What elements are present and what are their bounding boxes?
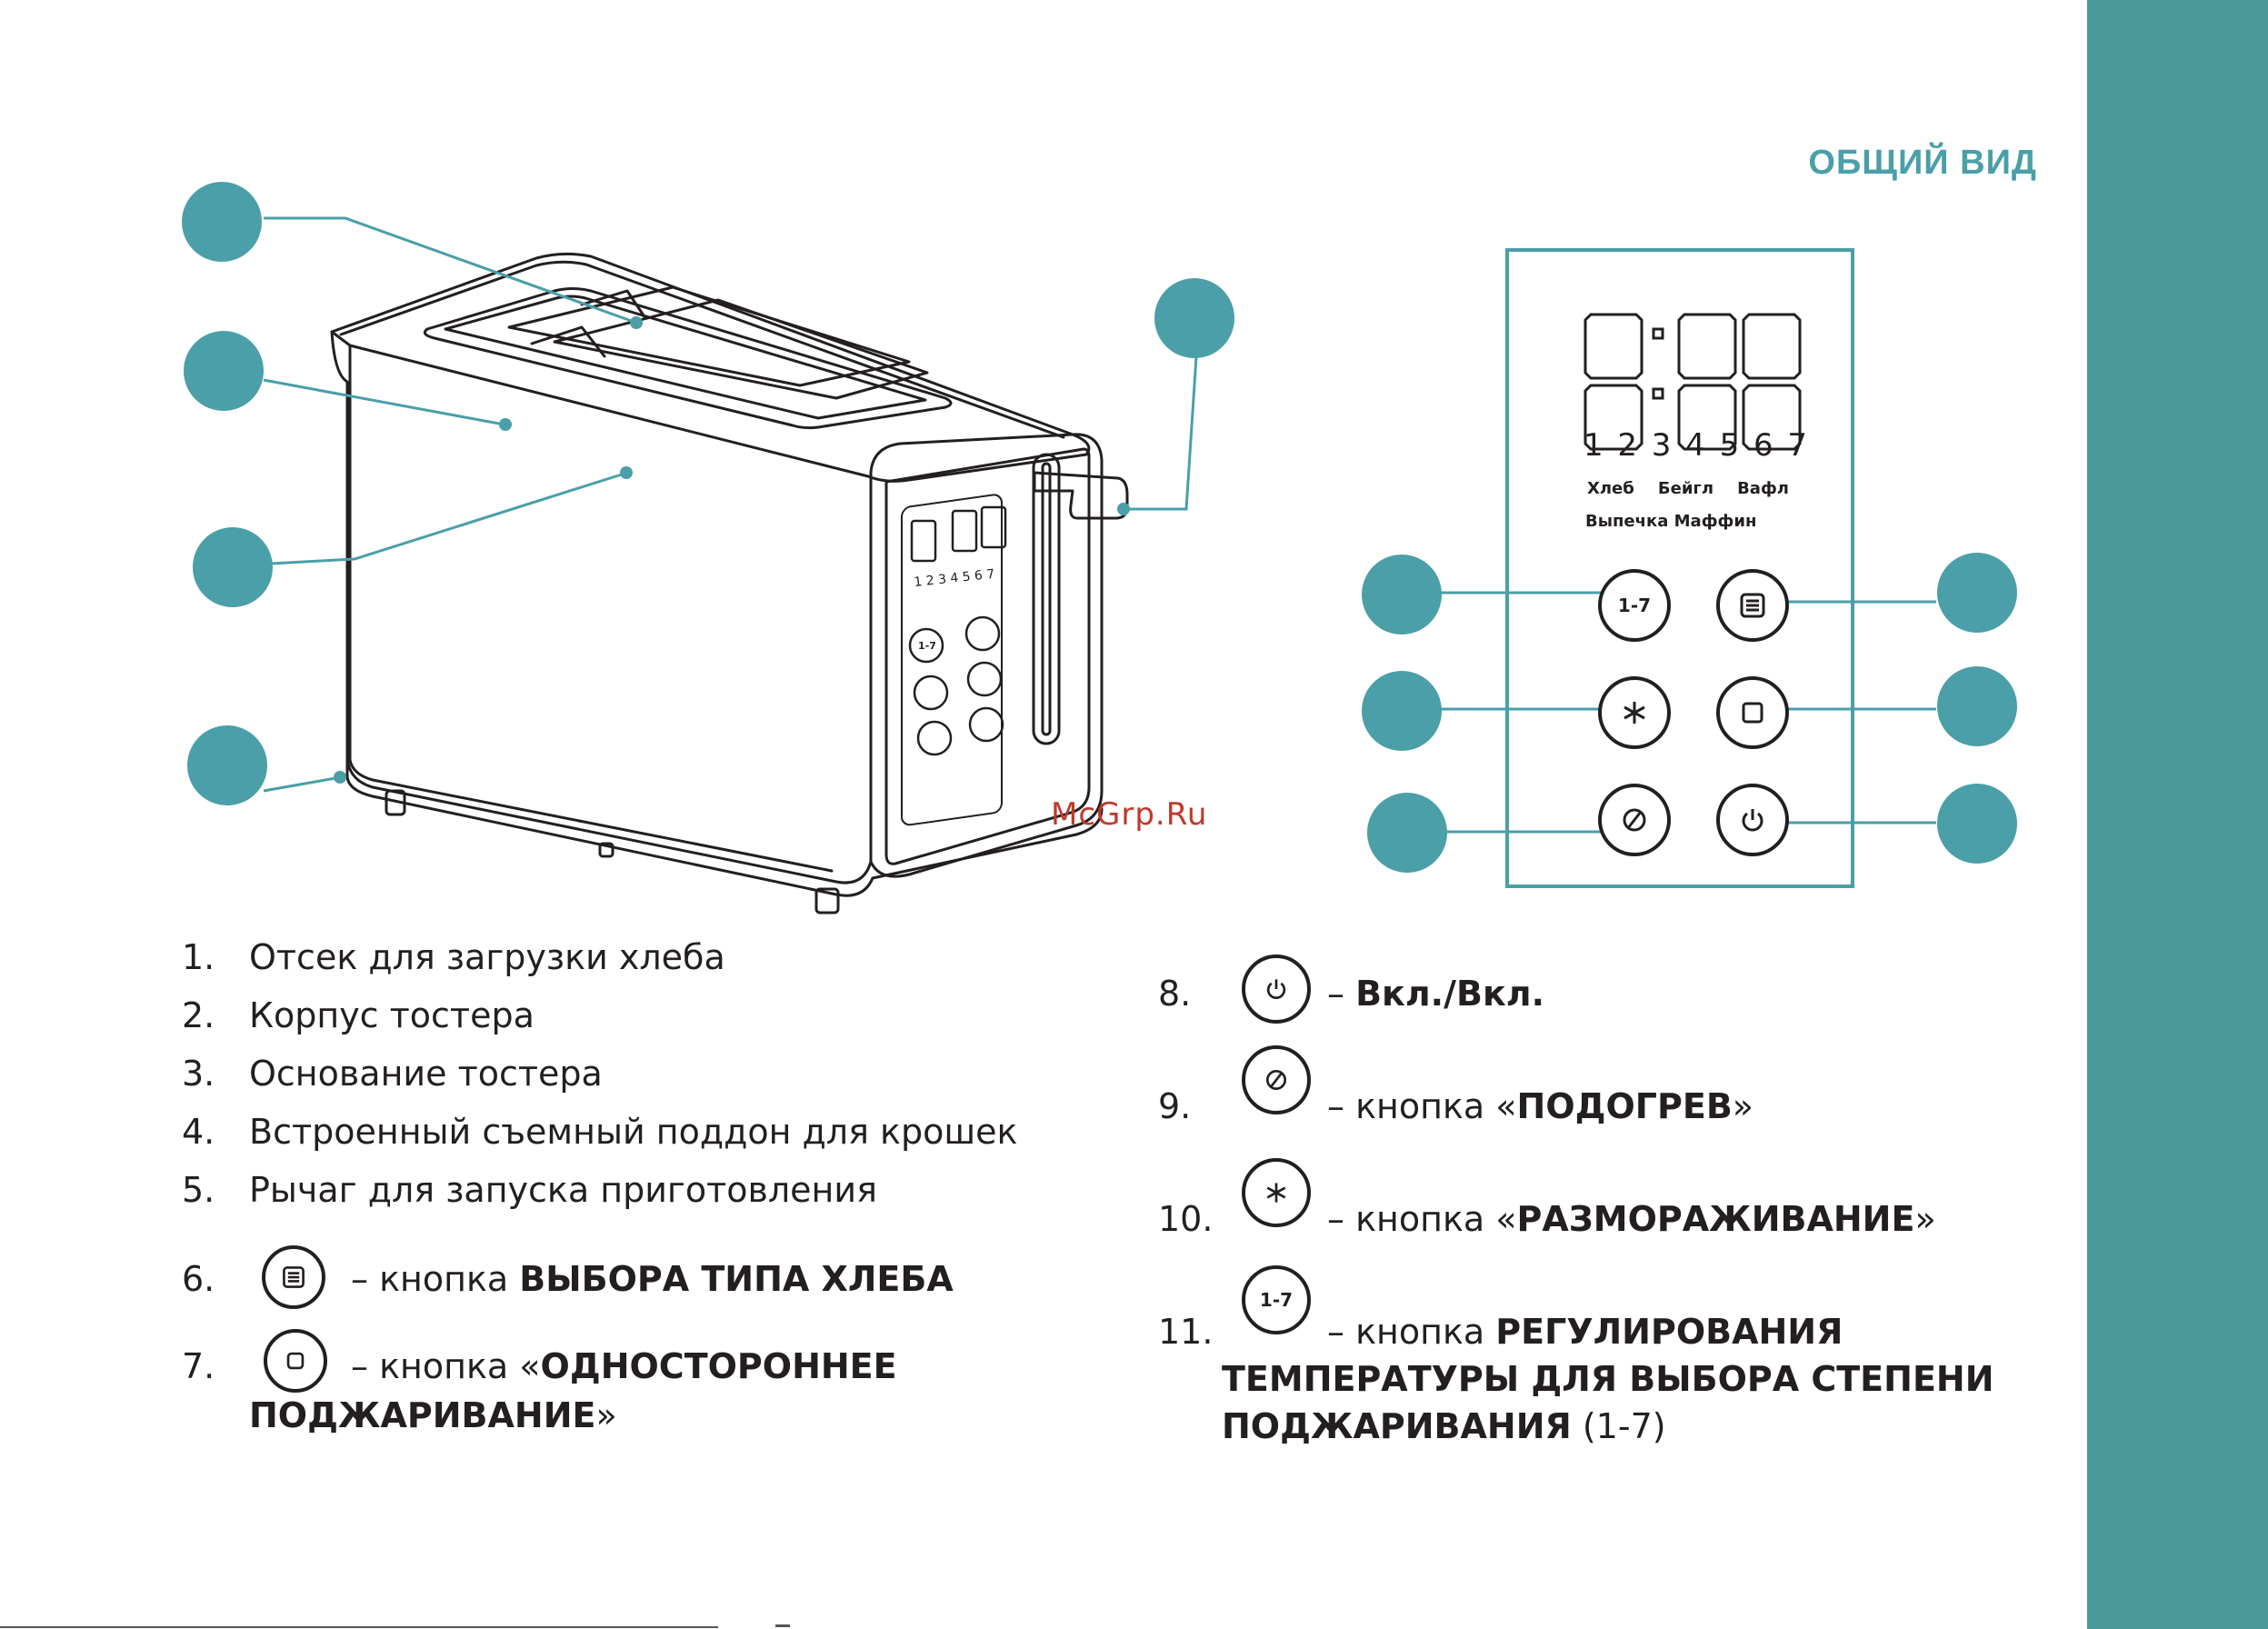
legend-one-side-button [264,1329,327,1393]
toaster-temp-label: 1-7 [918,640,936,652]
reheat-button[interactable] [1598,784,1671,856]
mode-bread: Хлеб [1587,479,1634,498]
legend-power-button [1242,954,1311,1024]
toaster-level-numbers: 1 2 3 4 5 6 7 [914,567,995,590]
leader-line-2 [263,378,510,427]
callout-circle-11 [1362,555,1442,635]
control-panel-frame [1505,248,1854,888]
toaster-foot [385,789,406,816]
watermark: McGrp.Ru [1051,796,1208,833]
callout-circle-9 [1367,793,1447,873]
power-button[interactable] [1716,784,1789,856]
seven-segment-display [1584,313,1802,451]
callout-circle-8 [1937,784,2017,864]
page-title: ОБЩИЙ ВИД [1808,144,2037,182]
callout-circle-2 [184,331,264,411]
mode-bagel: Бейгл [1657,479,1714,498]
legend-bread-type-button [262,1245,325,1309]
leader-line-3 [270,471,628,565]
reheat-icon [1265,1069,1287,1091]
defrost-button[interactable] [1598,676,1671,749]
level-6: 6 [1753,427,1773,464]
temperature-button-label: 1-7 [1617,595,1652,616]
reheat-icon [1623,808,1646,832]
callout-circle-5 [1154,278,1234,358]
callout-circle-6 [1937,553,2017,633]
legend-temperature-label: 1-7 [1259,1289,1294,1311]
callout-circle-7 [1937,666,2017,746]
callout-circle-3 [193,527,273,607]
legend-item-line: ПОДЖАРИВАНИЯ (1-7) [1222,1406,1666,1446]
defrost-icon [1624,702,1645,724]
mode-waffle: Вафл [1737,479,1789,498]
legend-reheat-button [1242,1045,1311,1114]
legend-right: 8. – Вкл./Вкл. 9. – кнопка «ПОДОГРЕВ» 10… [1158,954,2067,1464]
bread-slot-2 [553,298,929,400]
leader-line-4 [263,775,342,793]
bread-slot-1 [507,285,911,387]
bread-slot-outer [423,287,953,430]
callout-circle-1 [182,182,262,262]
level-5: 5 [1719,427,1740,464]
callout-circle-10 [1362,671,1442,751]
legend-left: 1.Отсек для загрузки хлеба 2.Корпус тост… [182,937,1018,1435]
legend-temperature-button: 1-7 [1242,1265,1311,1334]
one-side-icon [286,1352,305,1370]
footer-mark [775,1624,790,1627]
legend-defrost-button [1242,1158,1311,1227]
callout-circle-4 [187,725,267,805]
one-side-icon [1742,702,1763,724]
toaster-foot [814,887,840,914]
bread-type-icon [1740,593,1765,618]
defrost-icon [1266,1183,1286,1203]
lever-handle [1033,471,1129,520]
toaster-front [330,330,873,884]
level-1: 1 [1584,427,1604,464]
level-7: 7 [1787,427,1807,464]
leader-line-5 [1123,328,1200,511]
level-4: 4 [1685,427,1705,464]
level-3: 3 [1651,427,1672,464]
mode-labels-top: Хлеб Бейгл Вафл [1587,479,1789,498]
mode-labels-bottom: Выпечка Маффин [1585,512,1757,531]
one-side-button[interactable] [1716,676,1789,749]
toaster-top [330,252,1091,483]
side-color-bar [2087,0,2268,1629]
level-numbers: 1 2 3 4 5 6 7 [1584,427,1807,464]
level-2: 2 [1617,427,1638,464]
lever-slot [1032,453,1061,745]
power-icon [1266,979,1286,1000]
bread-type-button[interactable] [1716,569,1789,642]
temperature-button[interactable]: 1-7 [1598,569,1671,642]
leader-line-1 [264,216,637,325]
footer-rule [0,1626,718,1628]
bread-type-icon [283,1266,305,1288]
legend-item-line: ТЕМПЕРАТУРЫ ДЛЯ ВЫБОРА СТЕПЕНИ [1222,1359,1994,1399]
power-icon [1742,809,1763,832]
toaster-side [869,433,1104,878]
